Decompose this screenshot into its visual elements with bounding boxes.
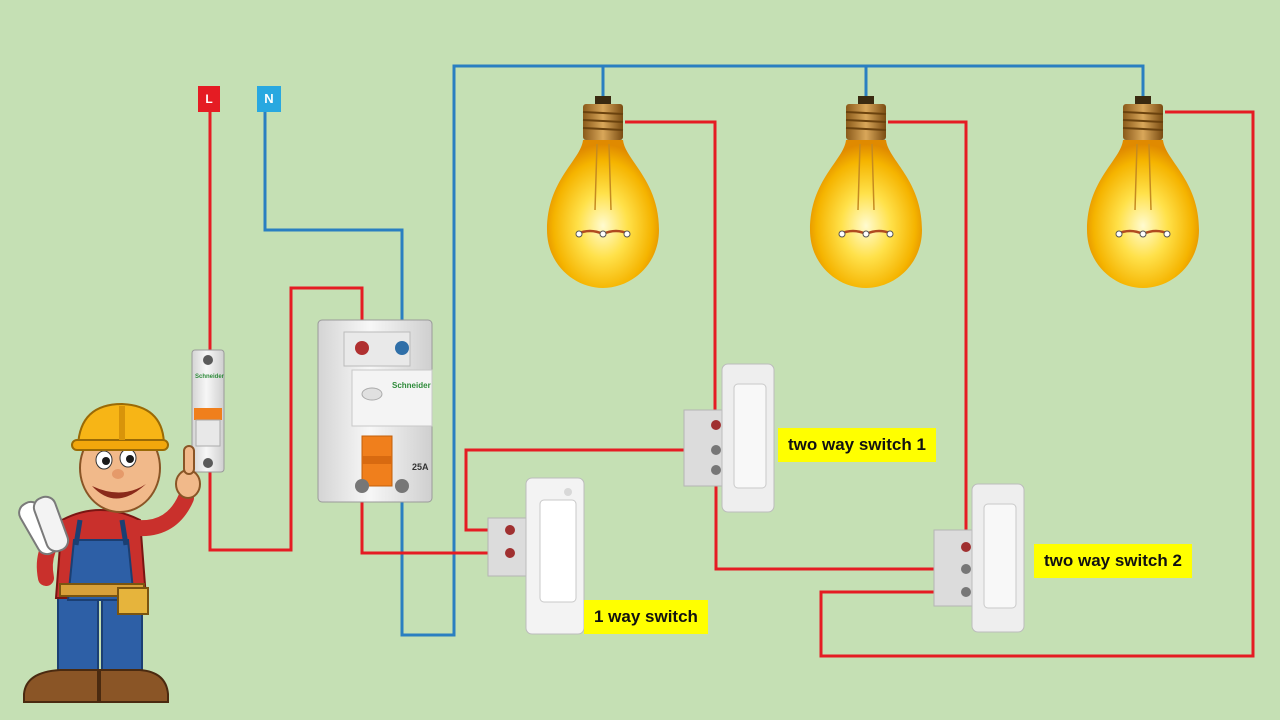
two-way-switch-1-label: two way switch 1: [778, 428, 936, 462]
rccb-brand-text: Schneider: [392, 381, 431, 390]
one-way-switch: [487, 477, 585, 635]
neutral-distribution-wire: [400, 64, 1145, 637]
two-way-switch-2: [933, 483, 1025, 633]
rccb-to-switch-wire: [360, 494, 510, 555]
bulb-3-return-wire: [819, 110, 1255, 658]
live-wires: [208, 110, 1255, 658]
two-way-switch-2-label: two way switch 2: [1034, 544, 1192, 578]
rccb-device: [317, 319, 433, 503]
neutral-feed-wire: [263, 110, 404, 340]
electrician-mascot: [18, 402, 201, 703]
one-way-switch-label: 1 way switch: [584, 600, 708, 634]
traveller-wire-1: [714, 470, 966, 571]
live-terminal-label: L: [198, 86, 220, 112]
neutral-wires: [263, 64, 1145, 637]
light-bulb-1: [545, 94, 661, 290]
light-bulb-2: [808, 94, 924, 290]
bulb-2-return-wire: [888, 120, 968, 547]
light-bulb-3: [1085, 94, 1201, 290]
mcb-to-rccb-wire: [208, 286, 364, 552]
bulb-1-return-wire: [625, 120, 717, 425]
neutral-terminal-label: N: [257, 86, 281, 112]
mcb-breaker: [191, 349, 225, 473]
rccb-rating-text: 25A: [412, 462, 429, 472]
mcb-brand-text: Schneider: [195, 374, 225, 380]
two-way-switch-1: [683, 363, 775, 513]
